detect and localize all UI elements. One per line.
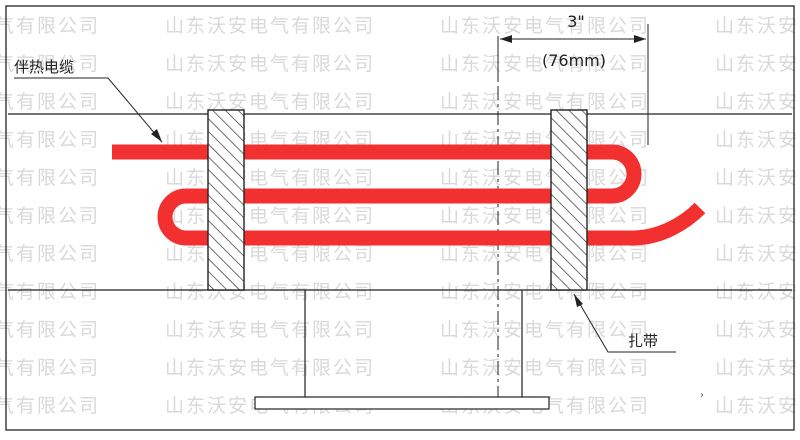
- watermark-text: 山东沃安电气有限公司: [440, 167, 650, 189]
- watermark-text: 山东沃安电气有限公司: [165, 91, 375, 113]
- watermark-text: 山东沃安电气有限公司: [165, 357, 375, 379]
- watermark-text: 山东沃安电气有限公司: [0, 15, 100, 37]
- watermark-text: 山东沃安电气有限公司: [440, 243, 650, 265]
- strap-right: [550, 109, 588, 291]
- watermark-text: 山东沃安电气有限公司: [715, 129, 800, 151]
- strap-label: 扎带: [628, 332, 658, 350]
- watermark-text: 山东沃安电气有限公司: [0, 243, 100, 265]
- watermark-text: 山东沃安电气有限公司: [165, 53, 375, 75]
- watermark-text: 山东沃安电气有限公司: [165, 15, 375, 37]
- watermark-text: 山东沃安电气有限公司: [0, 91, 100, 113]
- watermark-text: 山东沃安电气有限公司: [440, 319, 650, 341]
- watermark-text: 山东沃安电气有限公司: [165, 243, 375, 265]
- cable-label: 伴热电缆: [14, 58, 74, 76]
- watermark-text: 山东沃安电气有限公司: [165, 205, 375, 227]
- watermark-text: 山东沃安电气有限公司: [715, 395, 800, 417]
- watermark-text: 山东沃安电气有限公司: [715, 91, 800, 113]
- dim-arrow-right: [634, 35, 646, 43]
- watermark-text: 山东沃安电气有限公司: [0, 395, 100, 417]
- cable-leader-line: [14, 77, 163, 143]
- watermark-text: 山东沃安电气有限公司: [440, 281, 650, 303]
- corner-mark: ›: [700, 390, 704, 401]
- watermark-text: 山东沃安电气有限公司: [0, 319, 100, 341]
- watermark-text: 山东沃安电气有限公司: [715, 281, 800, 303]
- watermark-text: 山东沃安电气有限公司: [715, 167, 800, 189]
- watermark-text: 山东沃安电气有限公司: [0, 205, 100, 227]
- watermark-text: 山东沃安电气有限公司: [715, 319, 800, 341]
- watermark-text: 山东沃安电气有限公司: [165, 319, 375, 341]
- strap-leader-line: [573, 293, 676, 353]
- watermark-text: 山东沃安电气有限公司: [715, 205, 800, 227]
- watermark-text: 山东沃安电气有限公司: [440, 91, 650, 113]
- watermark-text: 山东沃安电气有限公司: [165, 281, 375, 303]
- dimension-mm-label: (76mm): [542, 51, 606, 70]
- dimension-inch-label: 3": [567, 12, 585, 31]
- watermark-text: 山东沃安电气有限公司: [440, 53, 650, 75]
- support-base: [254, 396, 550, 410]
- watermark-text: 山东沃安电气有限公司: [165, 167, 375, 189]
- watermark-text: 山东沃安电气有限公司: [440, 15, 650, 37]
- watermark-text: 山东沃安电气有限公司: [715, 357, 800, 379]
- watermark-text: 山东沃安电气有限公司: [0, 53, 100, 75]
- watermark-text: 山东沃安电气有限公司: [440, 205, 650, 227]
- diagram-border: [5, 5, 795, 431]
- strap-leader-arrow: [574, 294, 583, 307]
- watermark-text: 山东沃安电气有限公司: [440, 357, 650, 379]
- watermark-text: 山东沃安电气有限公司: [715, 53, 800, 75]
- heat-tracing-cable: [112, 144, 706, 246]
- watermark-text: 山东沃安电气有限公司: [715, 243, 800, 265]
- strap-left: [207, 109, 245, 291]
- watermark-text: 山东沃安电气有限公司: [0, 281, 100, 303]
- watermark-text: 山东沃安电气有限公司: [0, 167, 100, 189]
- cable-leader-arrow: [151, 129, 162, 142]
- watermark-text: 山东沃安电气有限公司: [0, 357, 100, 379]
- watermark-text: 山东沃安电气有限公司: [0, 129, 100, 151]
- watermark-text: 山东沃安电气有限公司: [715, 15, 800, 37]
- dim-arrow-left: [500, 35, 512, 43]
